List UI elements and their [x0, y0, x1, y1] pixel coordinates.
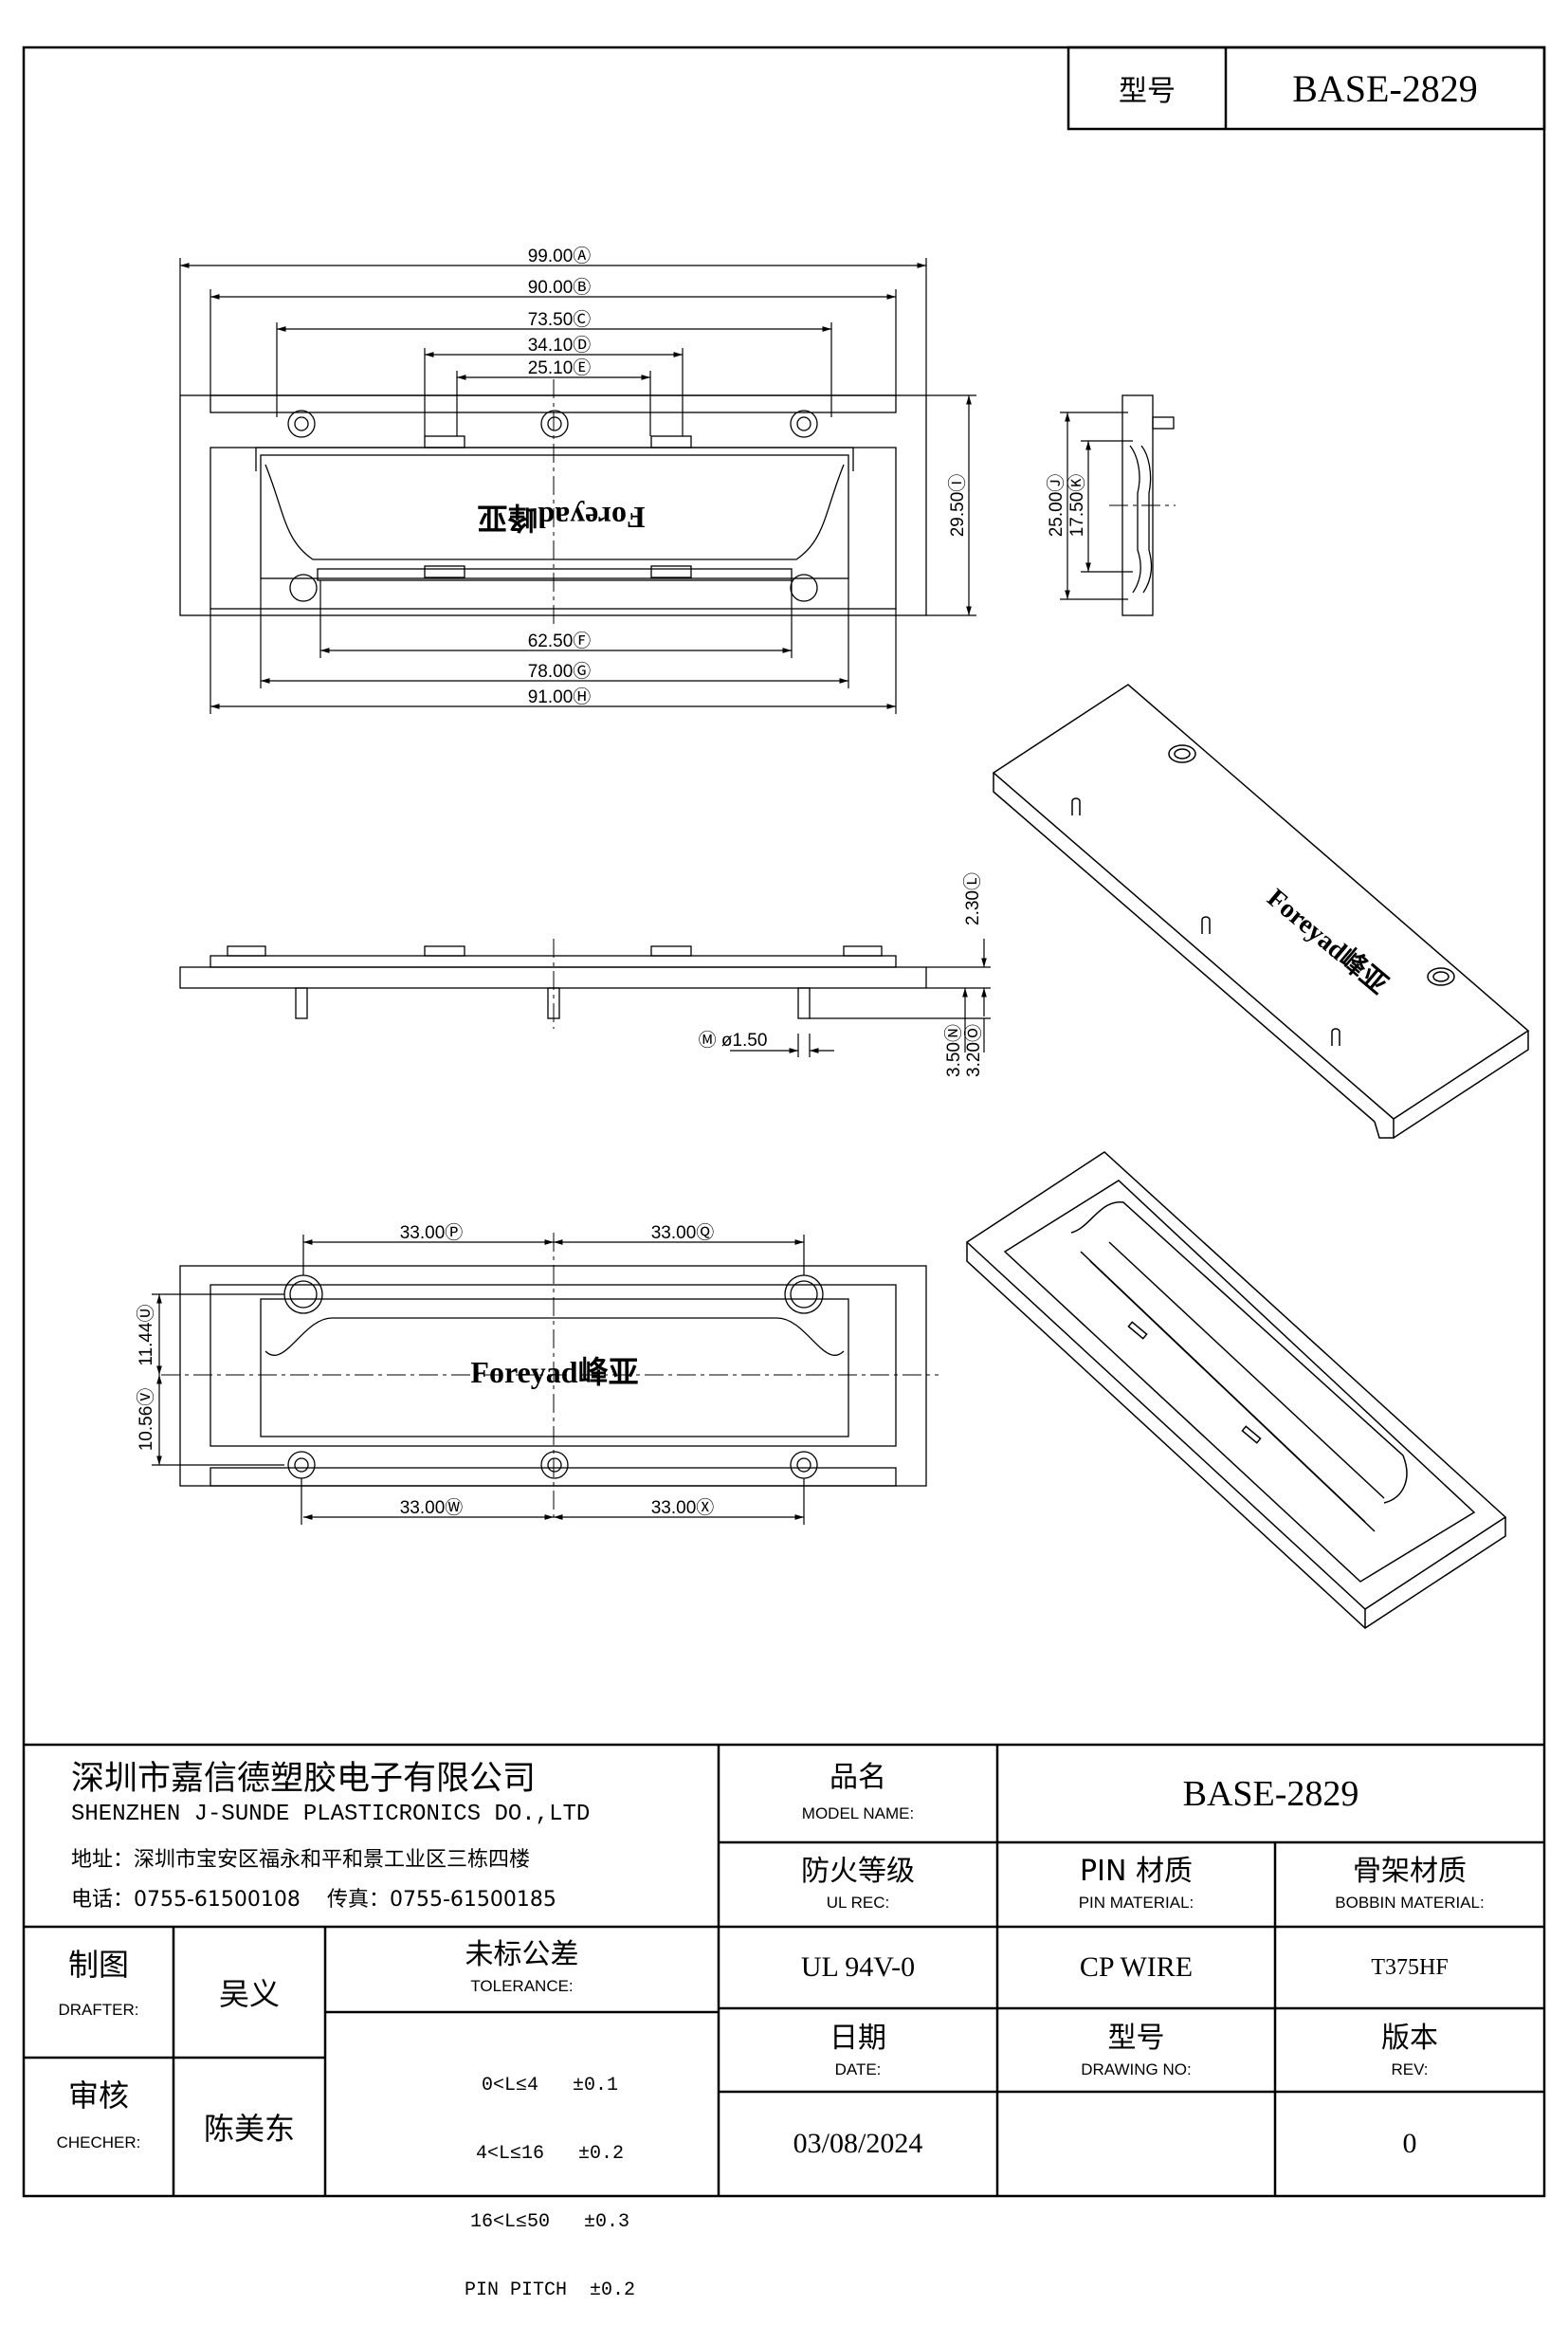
- header-model-label: 型号: [1119, 75, 1176, 108]
- rev-label-cn: 版本: [1381, 2022, 1438, 2055]
- drafter-label-cn: 制图: [67, 1947, 129, 1983]
- dim-j: 25.00Ⓙ: [1046, 474, 1067, 538]
- dim-w: 33.00Ⓦ: [400, 1497, 464, 1518]
- dim-i: 29.50Ⓘ: [947, 474, 968, 538]
- pin-material-label-en: PIN MATERIAL:: [1078, 1894, 1194, 1912]
- dim-h: 91.00Ⓗ: [528, 687, 592, 707]
- iso-view-top: [992, 684, 1530, 1139]
- side-view-dimensions: [1060, 412, 1133, 600]
- company-phone: 电话：0755-61500108: [71, 1888, 301, 1912]
- bottom-view: [161, 1233, 939, 1517]
- company-fax: 传真：0755-61500185: [327, 1888, 556, 1912]
- outer-frame: [22, 46, 1546, 2198]
- dim-b: 90.00Ⓑ: [528, 277, 592, 298]
- dim-c: 73.50Ⓒ: [528, 309, 592, 330]
- top-view: [179, 379, 927, 626]
- dim-l: 2.30Ⓛ: [962, 872, 983, 925]
- drawing-no-value: [997, 2092, 1275, 2196]
- brand-text-iso: Foreyad峰亚: [1262, 883, 1394, 1000]
- tolerance-row: 0<L≤4 ±0.1: [481, 2075, 619, 2096]
- side-view: [1109, 394, 1176, 616]
- fire-rating-value: UL 94V-0: [800, 1951, 916, 1983]
- header-model-value: BASE-2829: [1292, 66, 1478, 110]
- dim-u: 11.44Ⓤ: [136, 1304, 156, 1365]
- pin-material-value: CP WIRE: [1079, 1951, 1194, 1983]
- bobbin-material-label-cn: 骨架材质: [1353, 1855, 1467, 1888]
- brand-text-mirrored: Foreyad峰亚: [477, 501, 645, 535]
- drafter-label-en: DRAFTER:: [58, 2001, 139, 2019]
- date-label-en: DATE:: [834, 2060, 882, 2078]
- company-name-cn: 深圳市嘉信德塑胶电子有限公司: [71, 1759, 537, 1798]
- checker-label-en: CHECHER:: [56, 2133, 141, 2151]
- front-elevation: [179, 939, 927, 1029]
- brand-text-bottom: Foreyad峰亚: [470, 1355, 638, 1389]
- dim-n: 3.50Ⓝ: [943, 1024, 964, 1077]
- dim-g: 78.00Ⓖ: [528, 661, 592, 682]
- bobbin-material-label-en: BOBBIN MATERIAL:: [1335, 1894, 1485, 1912]
- date-value: 03/08/2024: [793, 2128, 923, 2159]
- dim-k: 17.50Ⓚ: [1067, 474, 1087, 538]
- rev-value: 0: [1402, 2128, 1417, 2159]
- fire-rating-label-en: UL REC:: [826, 1894, 890, 1912]
- checker-label-cn: 审核: [67, 2078, 129, 2114]
- tolerance-row: PIN PITCH ±0.2: [464, 2279, 636, 2301]
- dim-a: 99.00Ⓐ: [528, 246, 592, 266]
- dim-x: 33.00Ⓧ: [651, 1497, 715, 1518]
- rev-label-en: REV:: [1391, 2060, 1429, 2078]
- date-label-cn: 日期: [830, 2022, 886, 2055]
- drawing-no-label-en: DRAWING NO:: [1081, 2060, 1192, 2078]
- fire-rating-label-cn: 防火等级: [801, 1855, 915, 1888]
- model-name-value: BASE-2829: [1182, 1773, 1359, 1814]
- company-address: 地址：深圳市宝安区福永和平和景工业区三栋四楼: [71, 1848, 531, 1872]
- dim-v: 10.56Ⓥ: [136, 1388, 156, 1452]
- header-model-box: [1067, 46, 1546, 131]
- pin-material-label-cn: PIN 材质: [1080, 1855, 1193, 1888]
- tolerance-label-en: TOLERANCE:: [470, 1977, 574, 1995]
- top-view-dimensions: [179, 258, 976, 714]
- dim-m: Ⓜ ø1.50: [699, 1030, 768, 1051]
- drafter-name: 吴义: [218, 1976, 280, 2012]
- title-block-grid: [24, 1743, 1544, 2196]
- dim-o: 3.20Ⓞ: [963, 1024, 984, 1077]
- top-view-labels: 99.00Ⓐ 90.00Ⓑ 73.50Ⓒ 34.10Ⓓ 25.10Ⓔ 62.50…: [528, 246, 968, 707]
- dim-d: 34.10Ⓓ: [528, 335, 592, 356]
- drawing-sheet: Foreyad峰亚 99.00Ⓐ 90.00Ⓑ 73.50Ⓒ 34.10Ⓓ 25…: [22, 46, 1546, 2198]
- tolerance-list: 0<L≤4 ±0.1 4<L≤16 ±0.2 16<L≤50 ±0.3 PIN …: [398, 2029, 702, 2325]
- bottom-view-labels: 33.00Ⓟ 33.00Ⓠ 33.00Ⓦ 33.00Ⓧ 11.44Ⓤ 10.56…: [136, 1222, 714, 1518]
- dim-p: 33.00Ⓟ: [400, 1222, 464, 1243]
- elevation-labels: 2.30Ⓛ Ⓜ ø1.50 3.50Ⓝ 3.20Ⓞ: [699, 872, 984, 1077]
- tolerance-label-cn: 未标公差: [465, 1938, 579, 1971]
- elevation-dimensions: [730, 939, 991, 1057]
- bobbin-material-value: T375HF: [1371, 1954, 1449, 1980]
- dim-f: 62.50Ⓕ: [528, 631, 592, 651]
- company-name-en: SHENZHEN J-SUNDE PLASTICRONICS DO.,LTD: [71, 1801, 591, 1827]
- bottom-view-dimensions: [152, 1235, 805, 1525]
- dim-e: 25.10Ⓔ: [528, 357, 592, 378]
- side-view-labels: 25.00Ⓙ 17.50Ⓚ: [1046, 474, 1087, 538]
- model-name-label-cn: 品名: [830, 1761, 886, 1794]
- model-name-label-en: MODEL NAME:: [801, 1804, 915, 1822]
- tolerance-row: 16<L≤50 ±0.3: [469, 2211, 630, 2233]
- iso-view-bottom: [965, 1151, 1507, 1629]
- drawing-no-label-cn: 型号: [1107, 2022, 1165, 2055]
- tolerance-row: 4<L≤16 ±0.2: [475, 2143, 625, 2165]
- checker-name: 陈美东: [203, 2111, 295, 2147]
- dim-q: 33.00Ⓠ: [651, 1222, 715, 1243]
